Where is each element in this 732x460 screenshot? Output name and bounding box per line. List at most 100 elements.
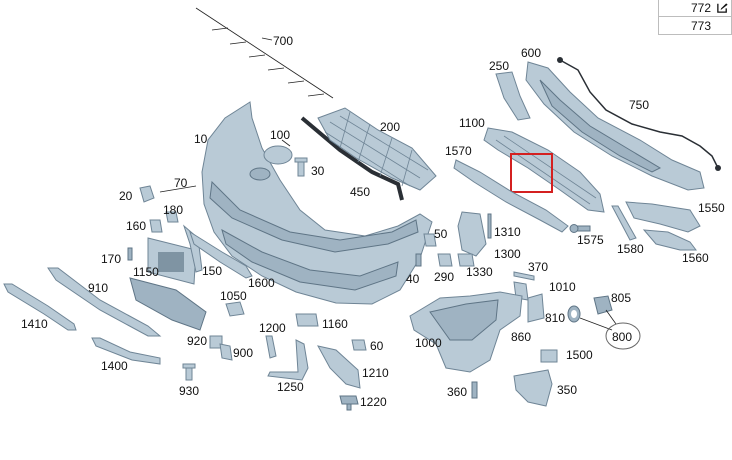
part-1100-lower-grille [483,127,605,213]
label-40[interactable]: 40 [406,272,420,286]
label-1000[interactable]: 1000 [415,336,442,350]
part-1600-strip [189,230,253,279]
table-row[interactable]: 773 [658,16,732,35]
label-1600[interactable]: 1600 [248,276,275,290]
label-1010[interactable]: 1010 [549,280,576,294]
part-1220-clip [339,395,359,411]
label-600[interactable]: 600 [521,46,541,60]
part-450-trim-strip [300,116,404,201]
label-100[interactable]: 100 [270,128,290,142]
selected-part-highlight[interactable] [510,153,553,193]
part-50-clip [423,233,437,247]
label-1160[interactable]: 1160 [322,317,348,331]
part-1050-sensor [225,301,245,317]
label-750[interactable]: 750 [629,98,649,112]
label-370[interactable]: 370 [528,260,548,274]
part-1150-plate-bracket [147,237,197,285]
part-290-clip [437,253,453,267]
table-row[interactable]: 772 [658,0,732,17]
label-1570[interactable]: 1570 [445,144,472,158]
part-1500-sensor [540,349,558,363]
label-160[interactable]: 160 [126,219,146,233]
label-10[interactable]: 10 [194,132,208,146]
part-370-strip [513,271,535,281]
label-1300[interactable]: 1300 [494,247,521,261]
part-1560-bracket [642,229,697,251]
part-100-emblem [263,139,293,165]
label-1575[interactable]: 1575 [577,233,604,247]
ref-cell[interactable]: 773 [658,16,732,35]
part-1580-strip [611,205,637,241]
reference-number-table: 772 773 [658,0,732,35]
label-180[interactable]: 180 [163,203,183,217]
label-860[interactable]: 860 [511,330,531,344]
label-200[interactable]: 200 [380,120,400,134]
part-810-ring [567,305,581,323]
label-1100[interactable]: 1100 [459,116,485,130]
part-700-strips [195,7,334,99]
part-360-screw [471,381,478,399]
label-20[interactable]: 20 [119,189,133,203]
label-70[interactable]: 70 [174,176,188,190]
label-1310[interactable]: 1310 [494,225,521,239]
label-1210[interactable]: 1210 [362,366,389,380]
label-920[interactable]: 920 [187,334,207,348]
part-1160-clip [295,313,319,327]
label-1410[interactable]: 1410 [21,317,48,331]
label-1150[interactable]: 1150 [133,265,159,279]
part-250-bracket [495,71,531,121]
ref-cell[interactable]: 772 [658,0,732,17]
part-1200-strip [265,335,277,359]
label-1220[interactable]: 1220 [360,395,387,409]
label-1330[interactable]: 1330 [466,265,493,279]
part-1550-bracket [625,201,701,233]
label-910[interactable]: 910 [88,281,108,295]
label-930[interactable]: 930 [179,384,199,398]
label-1580[interactable]: 1580 [617,242,644,256]
label-1050[interactable]: 1050 [220,289,247,303]
part-1330-clip [457,253,475,267]
label-1400[interactable]: 1400 [101,359,128,373]
label-700[interactable]: 700 [273,34,293,48]
label-290[interactable]: 290 [434,270,454,284]
label-350[interactable]: 350 [557,383,577,397]
part-350-flap [513,369,553,407]
part-10-bumper-cover [201,101,433,305]
part-170-screw [127,247,133,261]
part-930-screw [182,363,196,381]
part-60-clip [351,339,367,351]
part-805-sensor [593,295,613,315]
label-50[interactable]: 50 [434,227,448,241]
label-150[interactable]: 150 [202,264,222,278]
label-60[interactable]: 60 [370,339,384,353]
part-1570-spoiler [453,159,569,233]
label-800[interactable]: 800 [612,330,632,344]
label-450[interactable]: 450 [350,185,370,199]
label-805[interactable]: 805 [611,291,631,305]
leader-800 [579,309,617,331]
label-30[interactable]: 30 [311,164,325,178]
part-900-trim [219,343,233,361]
callout-800-circle[interactable] [605,322,641,350]
label-360[interactable]: 360 [447,385,467,399]
edit-icon[interactable] [716,1,729,14]
part-910-trim [47,267,162,337]
part-1210-flap [317,345,361,389]
part-160-clip [149,219,163,233]
label-170[interactable]: 170 [101,252,121,266]
leader-70 [159,185,197,193]
part-20-clip [139,185,155,203]
part-1410-trim [3,283,77,331]
label-1250[interactable]: 1250 [277,380,304,394]
label-1560[interactable]: 1560 [682,251,709,265]
part-1250-strip [267,339,309,381]
label-810[interactable]: 810 [545,311,565,325]
label-250[interactable]: 250 [489,59,509,73]
label-1550[interactable]: 1550 [698,201,725,215]
label-1500[interactable]: 1500 [566,348,593,362]
part-1000-lower-frame [409,291,523,373]
part-1400-trim [91,337,161,365]
part-40-screw [415,253,422,267]
label-900[interactable]: 900 [233,346,253,360]
label-1200[interactable]: 1200 [259,321,286,335]
